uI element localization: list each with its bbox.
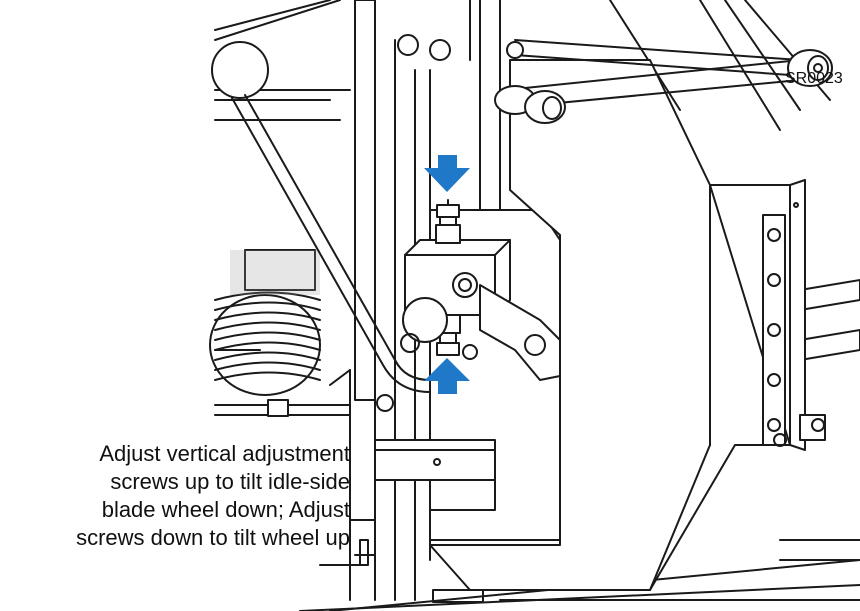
wheel-cover	[429, 59, 826, 591]
hardware-details	[267, 333, 787, 603]
adjustment-block	[402, 199, 566, 381]
blade-wheel	[209, 249, 321, 396]
carriage-frame	[214, 0, 860, 611]
caption-line-4: screws down to tilt wheel up	[76, 525, 350, 550]
figure-caption: Adjust vertical adjustment screws up to …	[0, 440, 350, 552]
adjustment-arrows	[424, 155, 470, 394]
down-arrow-icon	[424, 155, 470, 192]
caption-line-1: Adjust vertical adjustment	[99, 441, 350, 466]
caption-line-3: blade wheel down; Adjust	[101, 497, 350, 522]
tensioner-bar	[397, 34, 833, 124]
caption-line-2: screws up to tilt idle-side	[110, 469, 350, 494]
up-arrow-icon	[424, 358, 470, 394]
figure-code: SR0023	[785, 70, 843, 87]
